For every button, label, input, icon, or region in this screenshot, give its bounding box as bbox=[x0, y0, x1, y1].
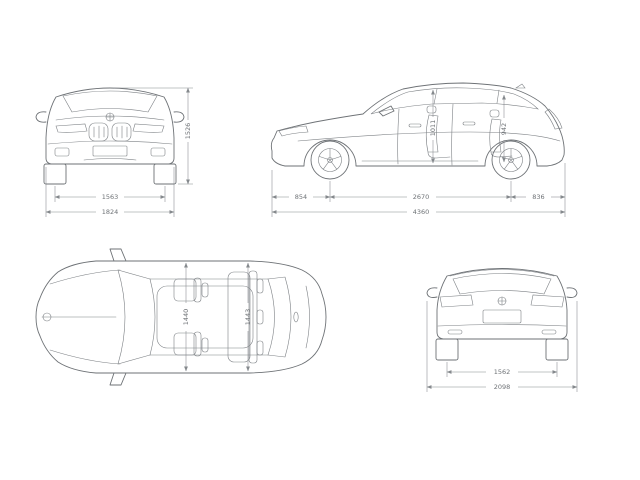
dim-headroom-front-label: 1011 bbox=[429, 120, 437, 137]
taillight-right bbox=[530, 294, 565, 308]
side-pillars bbox=[433, 88, 500, 105]
dim-overall-length-label: 4360 bbox=[413, 208, 430, 216]
rear-mirror-right bbox=[566, 287, 578, 298]
hood-lines bbox=[41, 269, 121, 365]
dim-front-track-label: 1563 bbox=[102, 193, 119, 201]
windshield-base-arc bbox=[117, 269, 126, 365]
door-cut-lines bbox=[397, 103, 454, 166]
kidney-grille-left bbox=[88, 122, 109, 142]
rear-mirror-left bbox=[426, 287, 438, 298]
dim-wheelbase: 2670 bbox=[329, 193, 512, 201]
rear-bumper-crease bbox=[437, 324, 567, 327]
dim-headroom-front: 1011 bbox=[429, 89, 437, 164]
dim-front-width: 1824 bbox=[45, 167, 175, 217]
dim-interior-width-front-label: 1440 bbox=[182, 309, 190, 326]
tailgate-edge-arc bbox=[305, 285, 310, 349]
dim-width-incl-mirrors: 2098 bbox=[426, 383, 578, 391]
driver-seat-top bbox=[173, 277, 209, 303]
front-wheel bbox=[310, 140, 350, 180]
dim-front-overhang-label: 854 bbox=[295, 193, 307, 201]
right-headlight bbox=[132, 123, 165, 133]
dim-front-height: 1526 bbox=[114, 87, 193, 185]
rear-reflector-left bbox=[447, 329, 463, 335]
side-view-drawing: 1011 942 854 2670 836 4360 bbox=[270, 82, 566, 217]
front-view-drawing: 1563 1824 1526 bbox=[35, 87, 193, 217]
rear-left-wheel bbox=[435, 338, 459, 361]
side-taillight bbox=[544, 108, 563, 130]
dim-headroom-rear-label: 942 bbox=[500, 123, 508, 135]
roof-side-lines bbox=[149, 278, 269, 356]
right-mirror bbox=[173, 111, 185, 123]
front-windshield bbox=[62, 90, 158, 113]
rear-view-drawing: 1562 2098 bbox=[426, 268, 578, 392]
rear-reflector-right bbox=[541, 329, 557, 335]
roof-rear-arc bbox=[267, 278, 275, 356]
dim-interior-width-front: 1440 bbox=[182, 262, 190, 372]
dim-wheelbase-label: 2670 bbox=[413, 193, 430, 201]
side-mirror bbox=[378, 105, 395, 117]
rear-window-arc bbox=[267, 276, 292, 358]
character-line bbox=[297, 131, 561, 142]
rear-spoiler-line bbox=[449, 269, 555, 277]
top-mirror-right bbox=[109, 372, 127, 386]
side-glasshouse bbox=[370, 87, 539, 115]
front-intake-right bbox=[150, 147, 166, 157]
dim-front-track: 1563 bbox=[54, 186, 166, 202]
dim-front-height-label: 1526 bbox=[184, 123, 192, 140]
rear-window bbox=[452, 273, 552, 295]
taillight-left bbox=[439, 294, 474, 308]
fin-antenna-top bbox=[293, 311, 299, 323]
rear-license-plate bbox=[482, 309, 522, 324]
dim-rear-track-label: 1562 bbox=[494, 368, 511, 376]
passenger-seat-top bbox=[173, 331, 209, 357]
a-pillars bbox=[117, 269, 151, 365]
dim-overall-length: 4360 bbox=[271, 208, 566, 216]
front-seat-profile bbox=[425, 105, 451, 159]
dim-front-width-label: 1824 bbox=[102, 208, 119, 216]
front-door-handle bbox=[408, 123, 422, 128]
rear-bench-top bbox=[227, 270, 264, 364]
side-extension-lines bbox=[271, 163, 566, 217]
dim-rear-track: 1562 bbox=[446, 368, 558, 376]
side-headlight bbox=[278, 125, 309, 137]
dim-rear-overhang-label: 836 bbox=[532, 193, 544, 201]
dim-rear-overhang: 836 bbox=[510, 193, 566, 201]
front-left-wheel bbox=[43, 163, 67, 185]
front-bumper-crease bbox=[47, 140, 173, 145]
front-right-wheel bbox=[153, 163, 177, 185]
front-intake-left bbox=[54, 147, 70, 157]
fin-antenna bbox=[515, 83, 526, 89]
front-lower-lip bbox=[83, 158, 137, 161]
bmw-roundel-cross bbox=[105, 112, 115, 122]
rear-roundel-cross bbox=[497, 296, 507, 306]
top-view-drawing: 1440 1443 bbox=[35, 248, 327, 386]
dim-width-incl-mirrors-label: 2098 bbox=[494, 383, 511, 391]
left-headlight bbox=[55, 123, 88, 133]
rear-wheel bbox=[491, 140, 531, 180]
dim-interior-width-rear-label: 1443 bbox=[244, 309, 252, 326]
dim-interior-width-rear: 1443 bbox=[244, 262, 252, 372]
rear-door-handle bbox=[462, 121, 476, 126]
left-mirror bbox=[35, 111, 47, 123]
top-mirror-left bbox=[109, 248, 127, 262]
grille-slats bbox=[93, 125, 128, 139]
side-body-outline bbox=[270, 82, 565, 167]
front-license-plate bbox=[92, 145, 128, 157]
roof-front-arc bbox=[149, 278, 156, 356]
rear-seat-profile bbox=[489, 109, 513, 158]
dim-front-overhang: 854 bbox=[271, 193, 331, 201]
sunroof bbox=[156, 285, 254, 349]
kidney-grille-right bbox=[111, 122, 132, 142]
dim-headroom-rear: 942 bbox=[500, 94, 508, 163]
rear-extension-lines bbox=[426, 301, 578, 392]
rear-right-wheel bbox=[545, 338, 569, 361]
top-body-outline bbox=[35, 260, 327, 374]
bmw-roundel-top-icon bbox=[42, 312, 52, 322]
